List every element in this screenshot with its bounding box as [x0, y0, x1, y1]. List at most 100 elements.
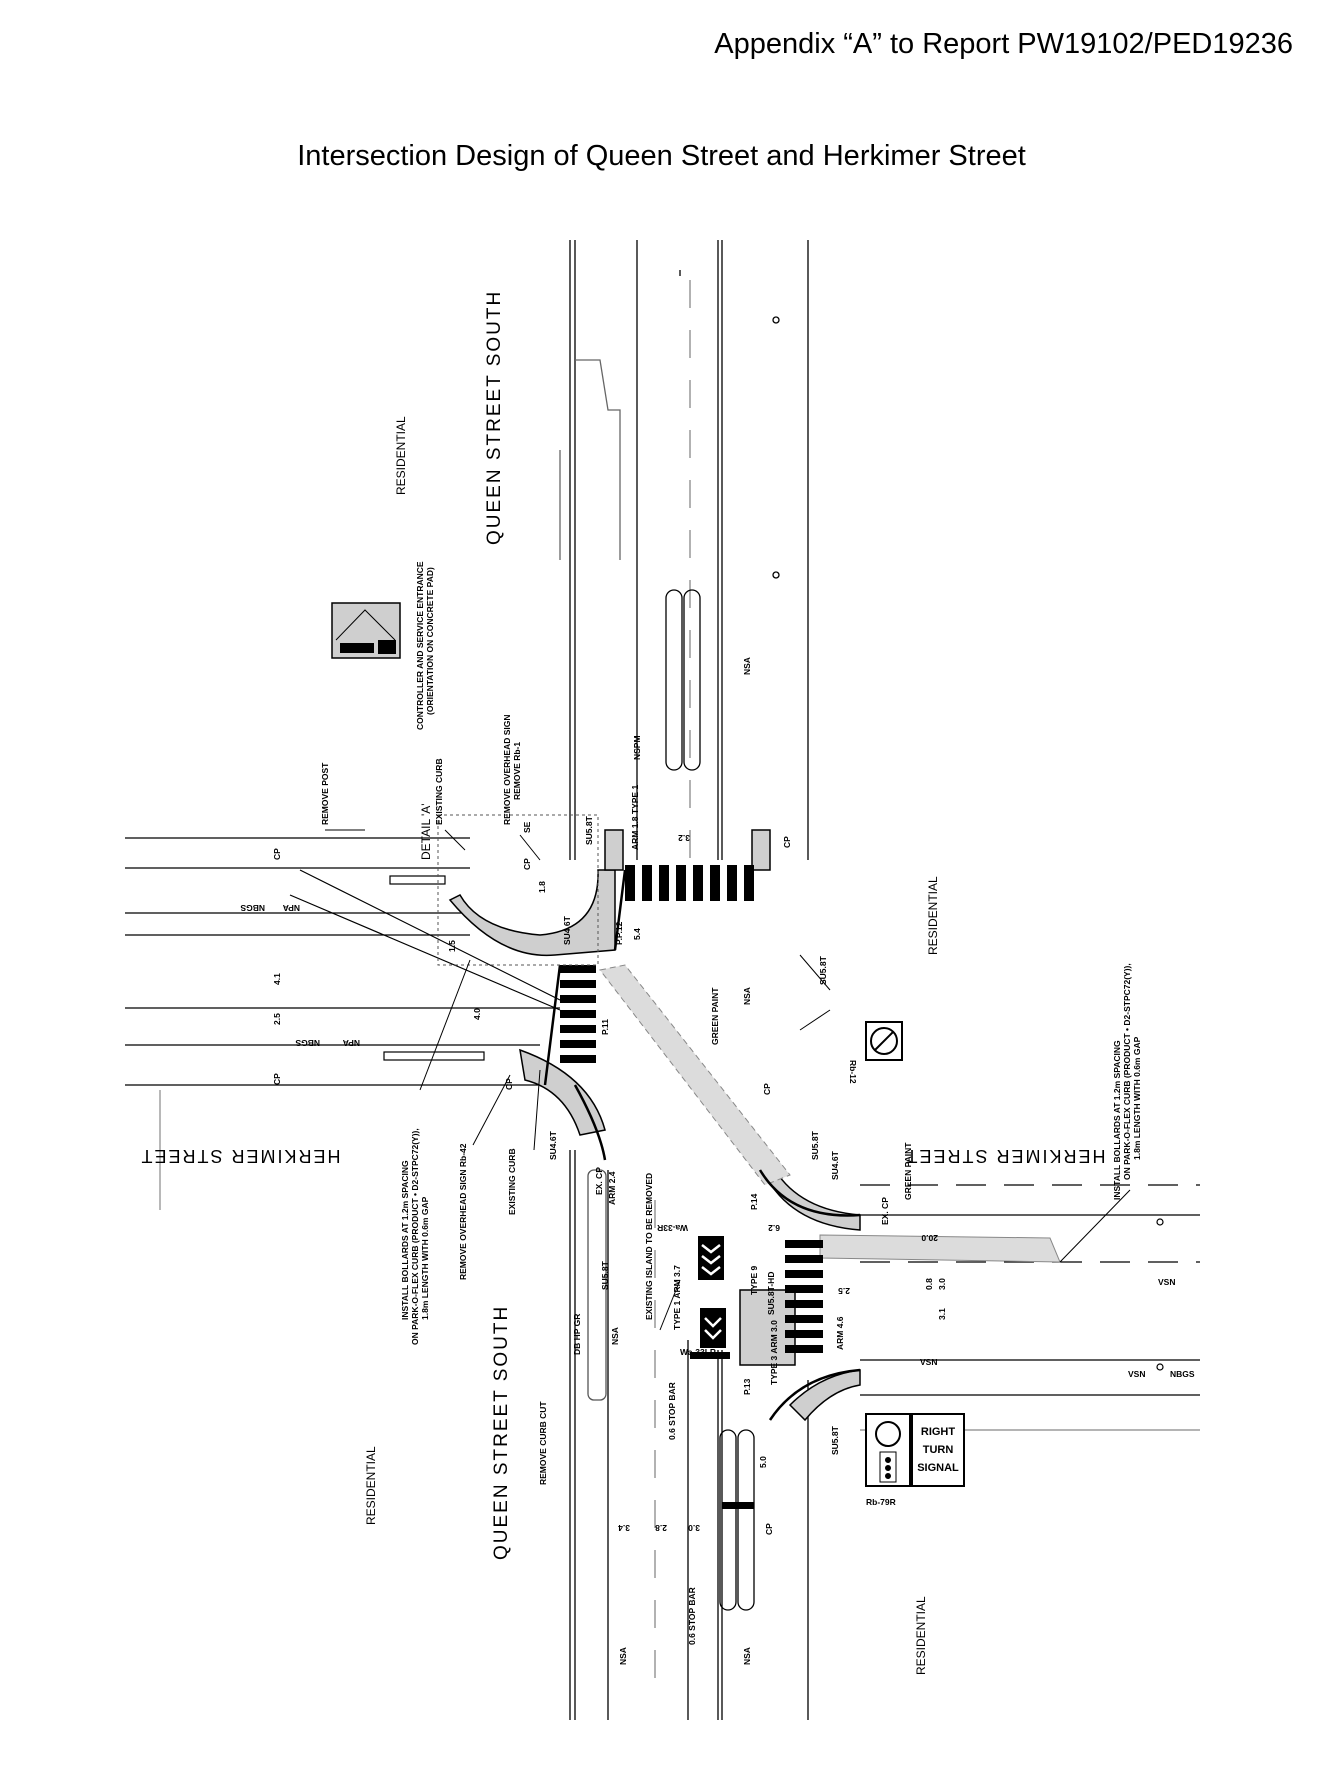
- dim-28: 2.8: [655, 1523, 667, 1533]
- su58t-label: SU5.8T: [818, 955, 828, 985]
- dim-30-east: 3.0: [937, 1278, 947, 1290]
- p14-label: P.14: [749, 1193, 759, 1210]
- su46t-label: SU4.6T: [830, 1150, 840, 1180]
- remove-rb1-note: REMOVE Rb-1: [512, 742, 522, 800]
- controller-icon: [331, 602, 401, 659]
- npa-label: NPA: [283, 903, 300, 913]
- right-turn-sign-line1: RIGHT: [921, 1426, 956, 1438]
- residential-label-se: RESIDENTIAL: [914, 1596, 928, 1675]
- dim-32: 3.2: [678, 833, 690, 843]
- cp-label: CP: [504, 1078, 514, 1090]
- su58t-hd-label: SU5.8T-HD: [766, 1272, 776, 1315]
- nbgs-label: NBGS: [295, 1038, 320, 1048]
- dim-25-west: 2.5: [272, 1013, 282, 1025]
- remove-overhead-sign-note: REMOVE OVERHEAD SIGN: [502, 714, 512, 825]
- su58t-label: SU5.8T: [600, 1260, 610, 1290]
- herkimer-street-east-leg: [860, 1184, 1200, 1431]
- type3-arm30-note: TYPE 3 ARM 3.0: [769, 1320, 779, 1385]
- install-bollards-east-1: INSTALL BOLLARDS AT 1.2m SPACING: [1112, 1040, 1122, 1200]
- se-label: SE: [522, 821, 532, 833]
- p13-label: P.13: [742, 1378, 752, 1395]
- cp-label: CP: [764, 1523, 774, 1535]
- annotation-text-group: CONTROLLER AND SERVICE ENTRANCE (ORIENTA…: [320, 561, 1142, 1645]
- residential-label-ne: RESIDENTIAL: [926, 876, 940, 955]
- p11-label: P.11: [600, 1019, 610, 1035]
- remove-curb-cut-note: REMOVE CURB CUT: [538, 1401, 548, 1485]
- install-bollards-east-3: 1.8m LENGTH WITH 0.6m GAP: [1132, 1036, 1142, 1160]
- nbgs-label: NBGS: [240, 903, 265, 913]
- su58t-label: SU5.8T: [584, 815, 594, 845]
- queen-street-south-leg: [569, 1150, 809, 1720]
- nspm-label: NSPM: [632, 735, 642, 760]
- detail-a-box: [437, 814, 599, 966]
- green-paint-note-1: GREEN PAINT: [710, 987, 720, 1045]
- herkimer-street-east-label: HERKIMER STREET: [904, 1146, 1105, 1166]
- db-hp-gr-label: DB HP GR: [572, 1314, 582, 1355]
- remove-overhead-rb42-note: REMOVE OVERHEAD SIGN Rb-42: [458, 1143, 468, 1280]
- install-bollards-west-2: ON PARK-O-FLEX CURB (PRODUCT • D2-STPC72…: [410, 1128, 420, 1345]
- nbgs-label: NBGS: [1170, 1369, 1195, 1379]
- detail-a-label: DETAIL 'A': [419, 803, 433, 860]
- right-turn-sign-line3: SIGNAL: [917, 1462, 959, 1474]
- residential-label-sw: RESIDENTIAL: [364, 1446, 378, 1525]
- wa33lr-label: Wa-33LR: [680, 1347, 716, 1357]
- remove-post-note: REMOVE POST: [320, 762, 330, 825]
- cp-label: CP: [782, 836, 792, 848]
- herkimer-street-west-leg: [125, 837, 561, 1210]
- stop-bar-note-1: 0.6 STOP BAR: [667, 1382, 677, 1440]
- su46t-label: SU4.6T: [562, 915, 572, 945]
- su58t-label: SU5.8T: [830, 1425, 840, 1455]
- cp-label: CP: [522, 858, 532, 870]
- vsn-label: VSN: [920, 1357, 937, 1367]
- cp-label: CP: [272, 848, 282, 860]
- appendix-header: Appendix “A” to Report PW19102/PED19236: [714, 28, 1293, 60]
- vsn-label: VSN: [1158, 1277, 1175, 1287]
- nsa-label: NSA: [610, 1327, 620, 1345]
- queen-street-south-label: QUEEN STREET SOUTH: [491, 1305, 512, 1560]
- ex-cp-label: EX. CP: [880, 1197, 890, 1225]
- cp-label: CP: [762, 1083, 772, 1095]
- nsa-label: NSA: [742, 987, 752, 1005]
- queen-street-north-leg: [559, 240, 809, 860]
- type1-arm18-note: ARM 1.8 TYPE 1: [630, 785, 640, 850]
- existing-curb-note-2: EXISTING CURB: [507, 1148, 517, 1215]
- install-bollards-west-1: INSTALL BOLLARDS AT 1.2m SPACING: [400, 1160, 410, 1320]
- pp12-label: P.P.12: [614, 921, 624, 945]
- vsn-label: VSN: [1128, 1369, 1145, 1379]
- dim-18: 1.8: [537, 881, 547, 893]
- dim-50: 5.0: [758, 1456, 768, 1468]
- right-turn-sign-line2: TURN: [923, 1444, 954, 1456]
- queen-street-north-label: QUEEN STREET SOUTH: [484, 290, 505, 545]
- page-title: Intersection Design of Queen Street and …: [297, 140, 1026, 172]
- nsa-label: NSA: [742, 1647, 752, 1665]
- nsa-label: NSA: [742, 657, 752, 675]
- npa-label: NPA: [343, 1038, 360, 1048]
- arm24-note: ARM 2.4: [607, 1171, 617, 1205]
- dim-15: 1.5: [447, 940, 457, 952]
- su46t-label: SU4.6T: [548, 1130, 558, 1160]
- green-paint-note-2: GREEN PAINT: [903, 1142, 913, 1200]
- type1-arm37-note: TYPE 1 ARM 3.7: [672, 1265, 682, 1330]
- leader-lines: [325, 829, 1131, 1331]
- dim-31: 3.1: [937, 1308, 947, 1320]
- stop-bar-note-2: 0.6 STOP BAR: [687, 1587, 697, 1645]
- cp-label: CP: [272, 1073, 282, 1085]
- dim-20: 20.0: [921, 1233, 938, 1243]
- rb79r-label: Rb-79R: [866, 1497, 896, 1507]
- install-bollards-east-2: ON PARK-O-FLEX CURB (PRODUCT • D2-STPC72…: [1122, 963, 1132, 1180]
- rb12-label: Rb-12: [848, 1060, 858, 1084]
- controller-note-2: (ORIENTATION ON CONCRETE PAD): [425, 567, 435, 715]
- dim-54: 5.4: [632, 928, 642, 940]
- crosswalks: [560, 865, 823, 1509]
- existing-curb-note: EXISTING CURB: [434, 758, 444, 825]
- dim-62: 6.2: [768, 1223, 780, 1233]
- dim-25: 2.5: [838, 1286, 850, 1296]
- herkimer-street-west-label: HERKIMER STREET: [139, 1146, 340, 1166]
- type9-note: TYPE 9: [749, 1265, 759, 1295]
- ex-cp-label: EX. CP: [594, 1167, 604, 1195]
- controller-note: CONTROLLER AND SERVICE ENTRANCE: [415, 561, 425, 730]
- curb-returns: [543, 869, 861, 1421]
- arm46-note: ARM 4.6: [835, 1316, 845, 1350]
- residential-label-nw: RESIDENTIAL: [394, 416, 408, 495]
